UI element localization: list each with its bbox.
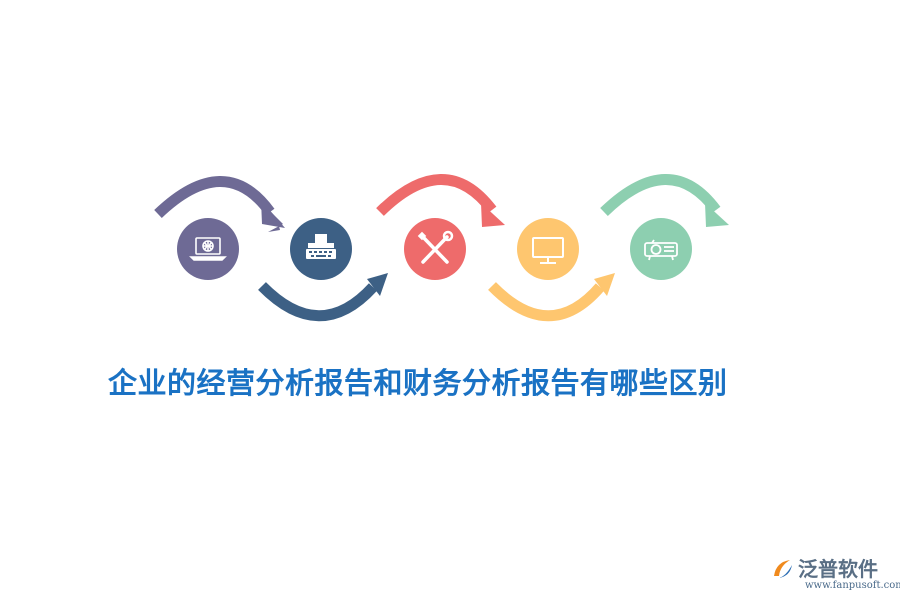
arc-arrow-2 — [258, 273, 388, 322]
laptop-globe-icon — [189, 237, 227, 261]
brand-name: 泛普软件 — [798, 557, 878, 581]
brand-logo: 泛普软件 www.fanpusoft.com — [770, 552, 900, 594]
projector-icon — [644, 239, 678, 261]
wrench-screwdriver-icon — [417, 230, 454, 264]
arc-arrow-4 — [488, 273, 615, 322]
brand-mark-icon — [774, 560, 792, 578]
step-circle-4 — [517, 218, 579, 280]
typewriter-icon — [306, 234, 336, 259]
arc-arrow-1 — [154, 176, 285, 232]
monitor-icon — [532, 237, 564, 264]
brand-url: www.fanpusoft.com — [805, 580, 900, 591]
arc-arrow-5 — [600, 174, 729, 227]
process-flow-graphic — [154, 174, 729, 322]
page-title: 企业的经营分析报告和财务分析报告有哪些区别 — [108, 366, 728, 400]
arc-arrow-3 — [376, 174, 505, 227]
